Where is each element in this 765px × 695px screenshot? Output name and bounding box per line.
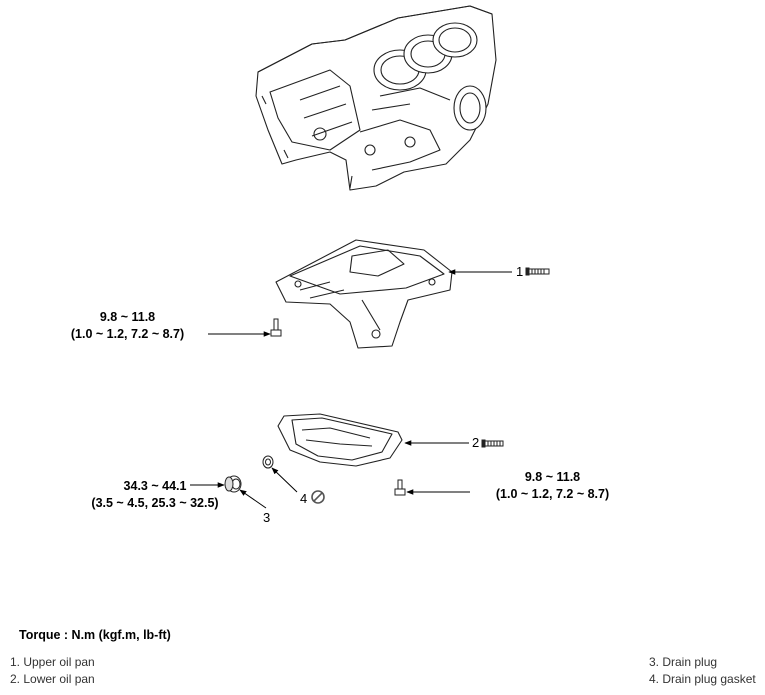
callout-1: 1 <box>516 264 524 279</box>
callout-2: 2 <box>472 435 480 450</box>
legend-item-drain-plug-gasket: 4. Drain plug gasket <box>649 672 756 686</box>
legend-item-upper-oil-pan: 1. Upper oil pan <box>10 655 95 669</box>
torque-alt-units: (1.0 ~ 1.2, 7.2 ~ 8.7) <box>495 487 610 501</box>
torque-spec-lower-bolt: 9.8 ~ 11.8 (1.0 ~ 1.2, 7.2 ~ 8.7) <box>465 469 640 503</box>
callout-4: 4 <box>300 491 308 506</box>
legend-left: 1. Upper oil pan 2. Lower oil pan <box>10 654 95 688</box>
torque-units-note: Torque : N.m (kgf.m, lb-ft) <box>19 628 171 642</box>
drain-plug-gasket-icon <box>262 455 274 469</box>
legend-item-lower-oil-pan: 2. Lower oil pan <box>10 672 95 686</box>
bolt-icon <box>525 267 550 276</box>
do-not-reuse-icon <box>311 490 325 504</box>
torque-alt-units: (3.5 ~ 4.5, 25.3 ~ 32.5) <box>91 496 219 510</box>
engine-block-illustration <box>255 5 497 191</box>
torque-value: 9.8 ~ 11.8 <box>524 470 581 484</box>
bolt-icon <box>481 439 504 448</box>
torque-spec-drain-plug: 34.3 ~ 44.1 (3.5 ~ 4.5, 25.3 ~ 32.5) <box>70 478 240 512</box>
torque-spec-upper-bolt: 9.8 ~ 11.8 (1.0 ~ 1.2, 7.2 ~ 8.7) <box>40 309 215 343</box>
exploded-view-diagram <box>190 5 550 509</box>
leader-lines <box>190 269 512 509</box>
drain-plug-icon <box>224 475 242 493</box>
torque-value: 9.8 ~ 11.8 <box>99 310 156 324</box>
upper-oil-pan-illustration <box>275 239 453 349</box>
torque-value: 34.3 ~ 44.1 <box>123 479 187 493</box>
leader-arrow-4 <box>271 467 298 493</box>
bolt-icon <box>394 479 406 496</box>
leader-arrow-3 <box>239 489 267 509</box>
legend-right: 3. Drain plug 4. Drain plug gasket <box>649 654 756 688</box>
callout-3: 3 <box>263 510 271 525</box>
bolt-icon <box>270 318 282 337</box>
lower-oil-pan-illustration <box>277 413 403 467</box>
torque-alt-units: (1.0 ~ 1.2, 7.2 ~ 8.7) <box>70 327 185 341</box>
legend-item-drain-plug: 3. Drain plug <box>649 655 718 669</box>
